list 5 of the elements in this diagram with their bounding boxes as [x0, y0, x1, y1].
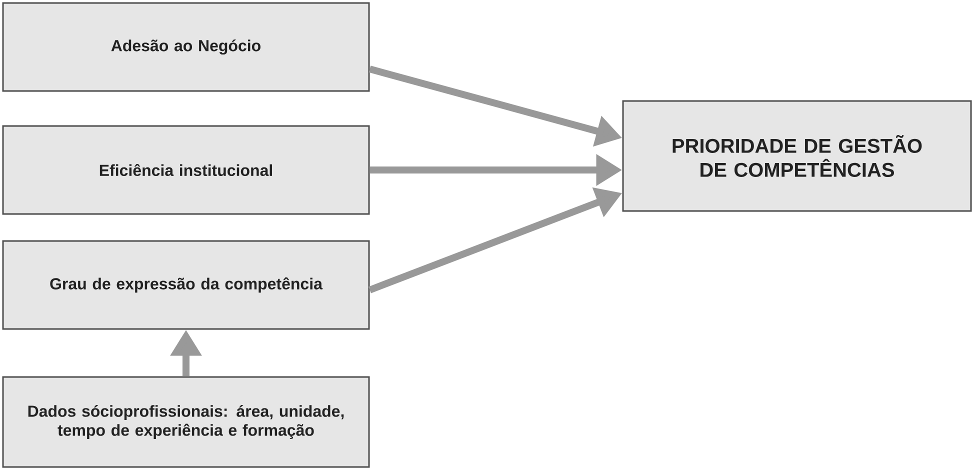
factor-box: Adesão ao Negócio [2, 2, 370, 92]
factor-box: Eficiência institucional [2, 125, 370, 215]
factor-box: Dados sócioprofissionais: área, unidade, tempo de experiência e formação [2, 376, 370, 468]
factor-box: Grau de expressão da competência [2, 240, 370, 330]
title-box: PRIORIDADE DE GESTÃO DE COMPETÊNCIAS [622, 100, 972, 212]
